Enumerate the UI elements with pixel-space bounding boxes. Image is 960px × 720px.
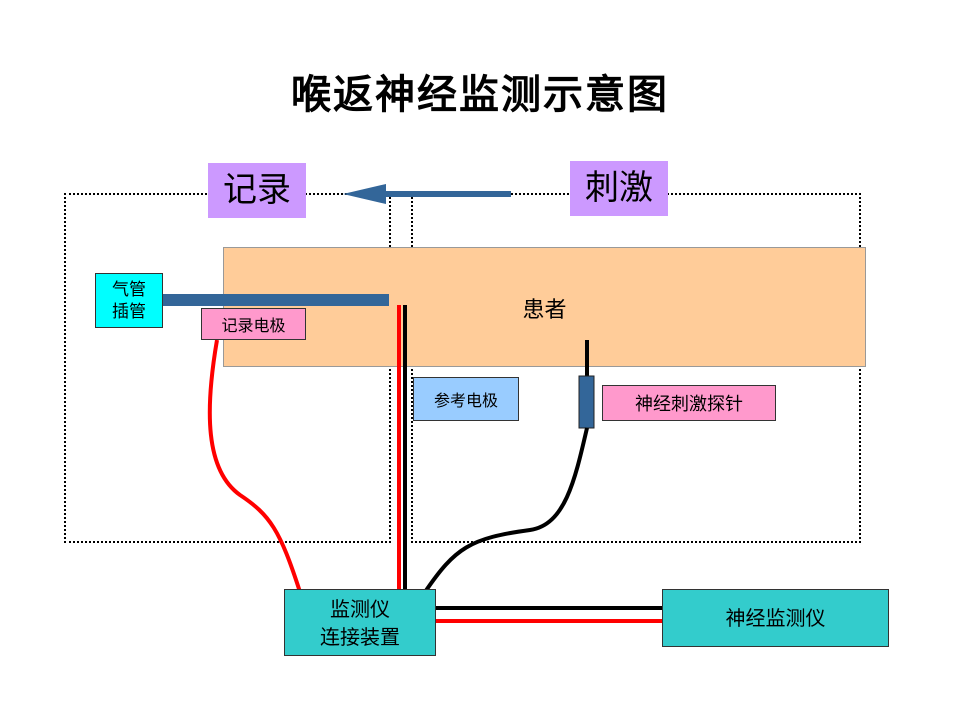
probe-handle	[578, 375, 595, 429]
stimulation-probe-box: 神经刺激探针	[602, 385, 776, 421]
diagram-title: 喉返神经监测示意图	[291, 72, 669, 118]
patient-label: 患者	[522, 298, 567, 323]
nerve-monitor-box: 神经监测仪	[662, 589, 889, 647]
record-electrode-wire	[207, 339, 302, 593]
connector-label-line1: 监测仪	[330, 596, 390, 621]
record-zone-label: 记录	[208, 163, 306, 218]
tracheal-tube-label: 气管插管	[112, 279, 146, 322]
stimulation-probe-label: 神经刺激探针	[635, 394, 743, 415]
nerve-monitor-label: 神经监测仪	[725, 606, 826, 630]
record-electrode-label: 记录电极	[221, 316, 286, 335]
patient-box: 患者	[223, 247, 866, 367]
flow-arrow-head	[343, 184, 386, 204]
record-electrode-box: 记录电极	[201, 308, 306, 340]
reference-electrode-box: 参考电极	[413, 377, 519, 421]
reference-electrode-label: 参考电极	[433, 391, 498, 410]
connector-label-line2: 连接装置	[320, 624, 400, 649]
tracheal-tube-box: 气管插管	[95, 273, 163, 328]
stimulate-zone-label: 刺激	[570, 161, 668, 216]
monitor-connector-box: 监测仪 连接装置	[284, 589, 436, 656]
probe-wire	[423, 427, 589, 594]
tracheal-tube-rod	[162, 294, 389, 306]
